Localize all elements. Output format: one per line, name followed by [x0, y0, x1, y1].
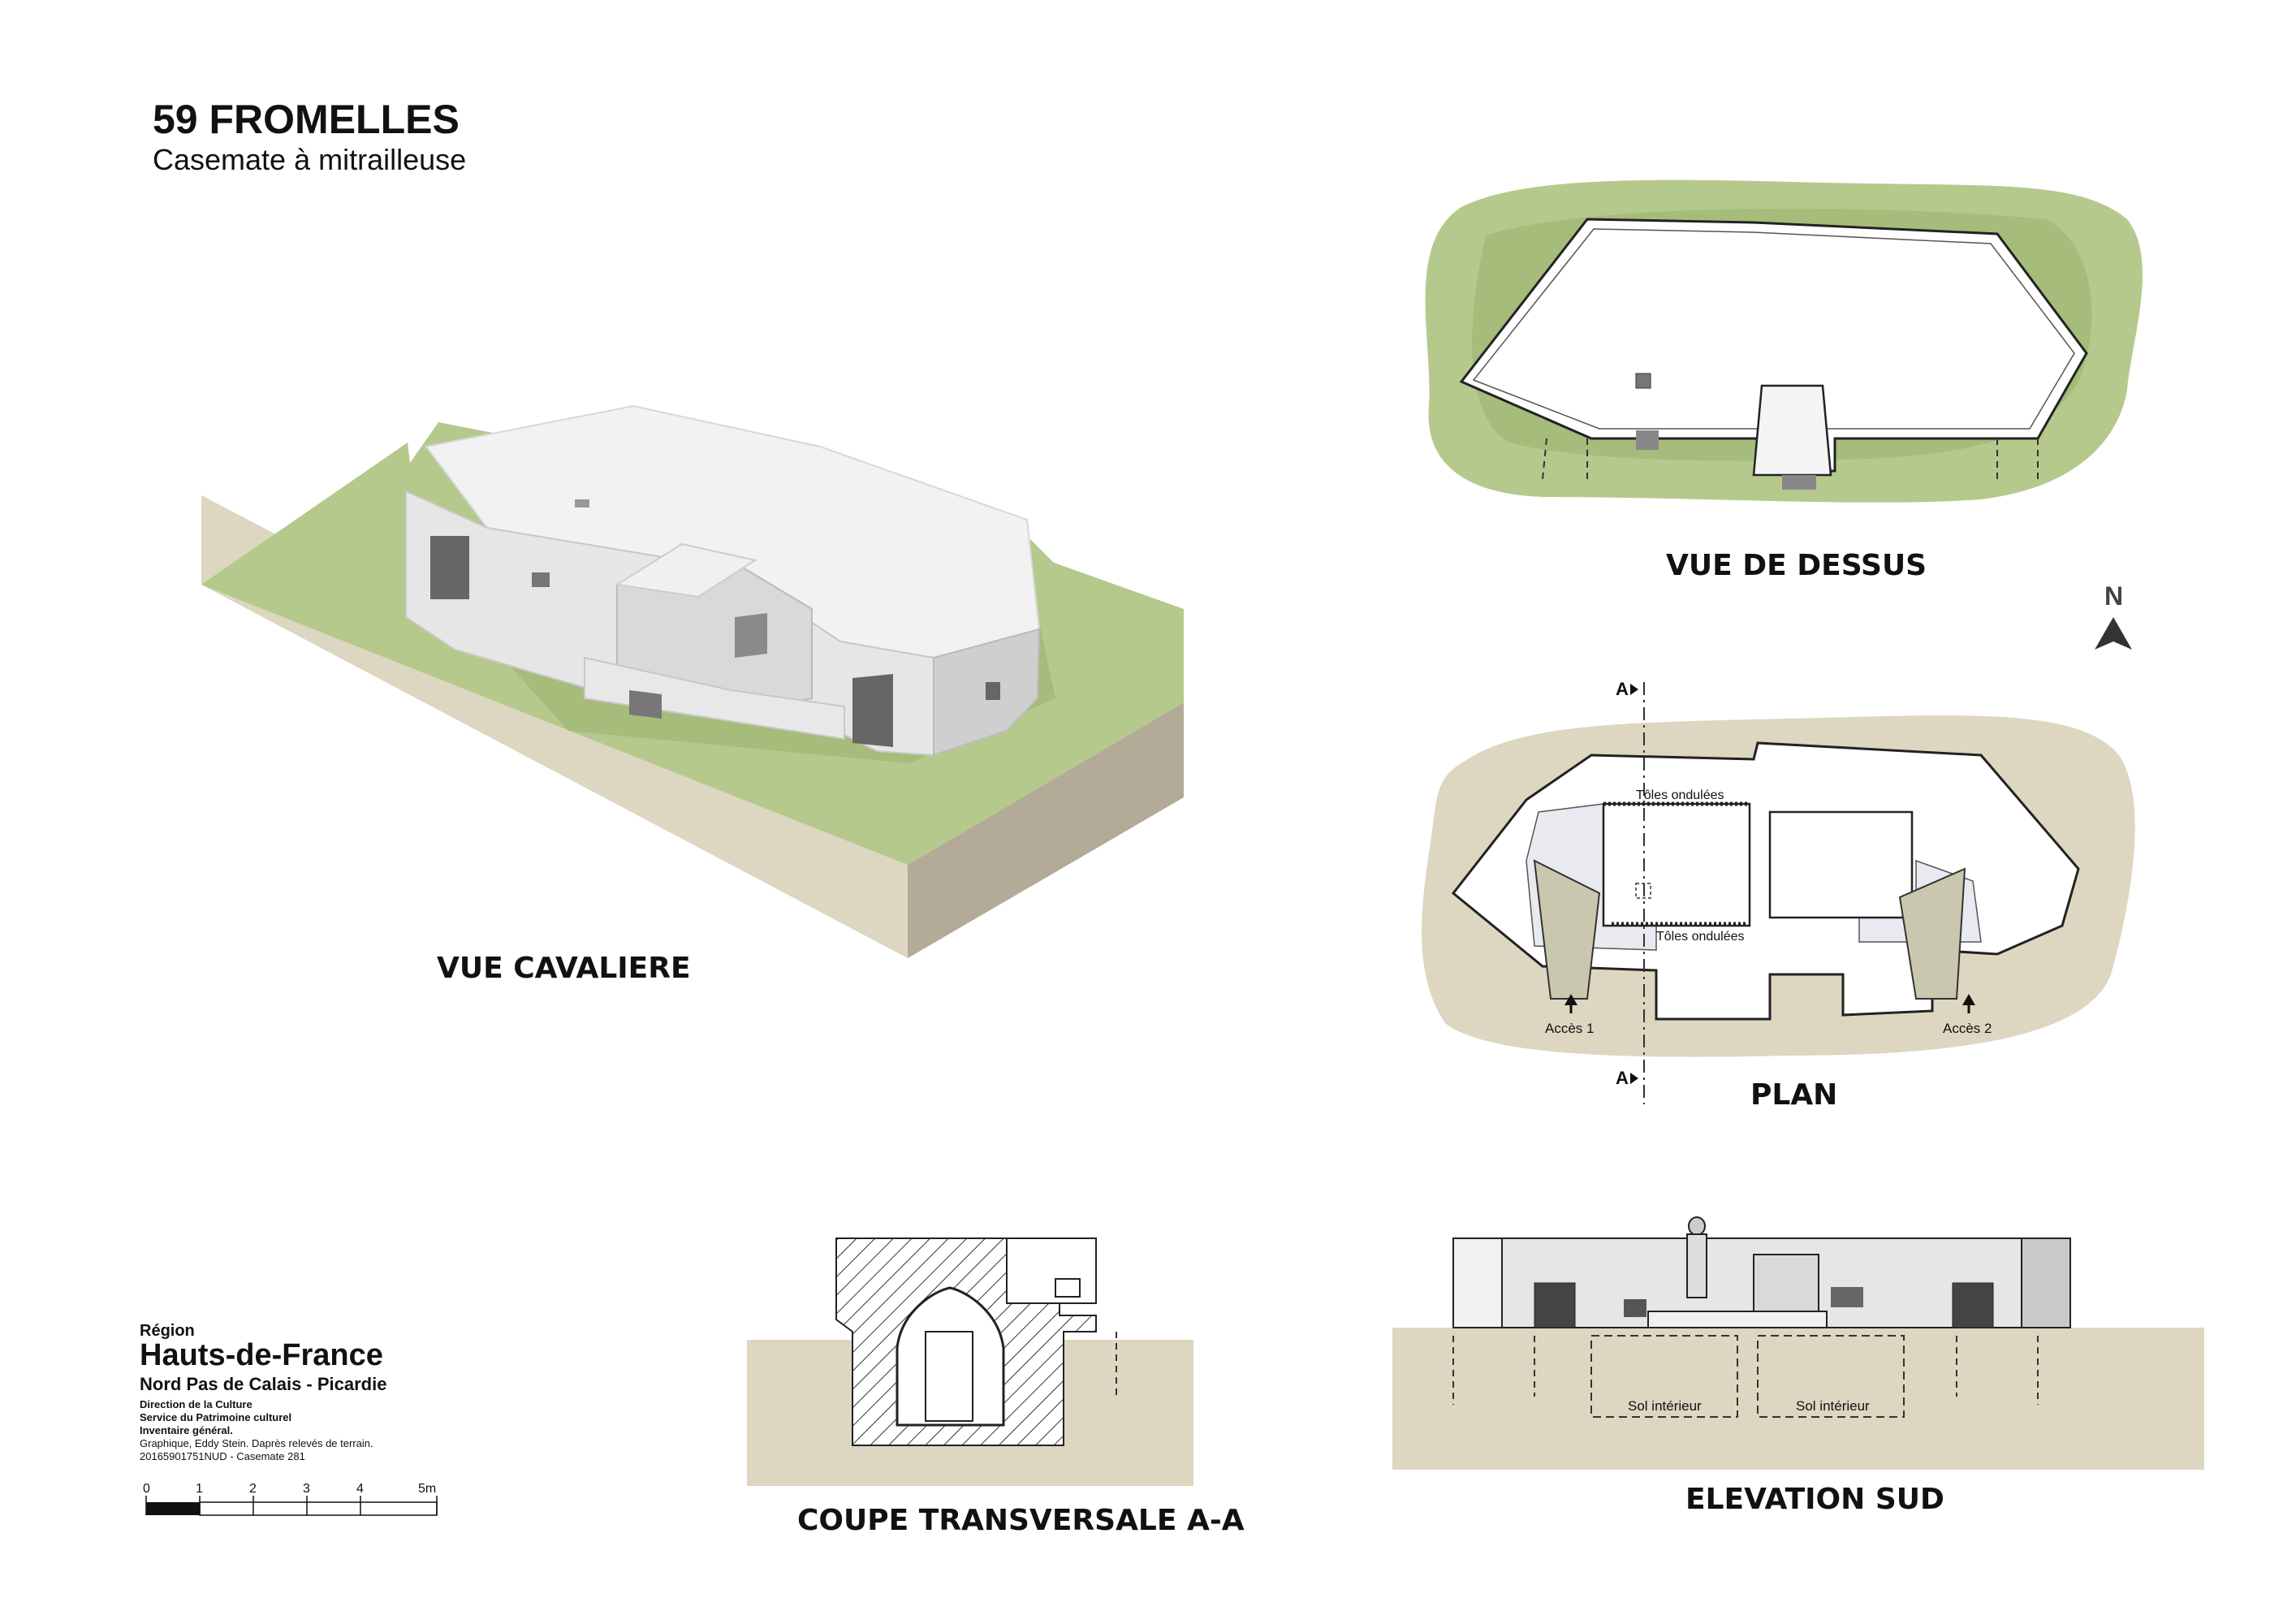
plan-acces1: Accès 1	[1545, 1021, 1594, 1036]
plan-toles-top: Tôles ondulées	[1636, 788, 1724, 802]
soldier-figure-head	[1688, 1216, 1706, 1236]
credit-line2: Service du Patrimoine culturel	[140, 1411, 292, 1423]
elevation-ground	[1392, 1328, 2204, 1470]
north-arrow-icon	[2095, 617, 2132, 650]
soil-side	[908, 702, 1184, 958]
page-subtitle: Casemate à mitrailleuse	[153, 143, 467, 176]
north-label: N	[2104, 581, 2123, 611]
triangle-right-icon	[1630, 1073, 1638, 1084]
plan-drawing: Tôles ondulées Tôles ondulées Accès 1 Ac…	[1422, 679, 2135, 1104]
elevation-left-wall	[1452, 1237, 1503, 1328]
caption-vue-dessus: VUE DE DESSUS	[1666, 549, 1927, 582]
right-door	[852, 674, 893, 747]
north-arrow: N	[2095, 581, 2132, 650]
elevation-right-wall	[2021, 1237, 2071, 1328]
vue-dessus-drawing	[1425, 179, 2143, 503]
roof-vent	[575, 499, 589, 508]
elevation-embrasure-2	[1831, 1287, 1863, 1307]
lower-opening	[629, 690, 662, 719]
caption-coupe: COUPE TRANSVERSALE A-A	[797, 1504, 1245, 1537]
arrow-up-icon	[1564, 994, 1577, 1005]
dessus-step-2	[1782, 475, 1816, 490]
credit-line3: Inventaire général.	[140, 1424, 233, 1436]
plan-acces2: Accès 2	[1943, 1021, 1992, 1036]
credit-line1: Direction de la Culture	[140, 1398, 252, 1410]
elevation-drawing: Sol intérieur Sol intérieur	[1392, 1216, 2204, 1470]
coupe-drawing	[747, 1237, 1193, 1486]
elevation-right-door	[1952, 1282, 1994, 1328]
soldier-figure-body	[1686, 1233, 1707, 1298]
scale-tick: 3	[303, 1482, 310, 1496]
vue-cavaliere-drawing	[201, 404, 1184, 958]
coupe-upper-block	[1006, 1237, 1097, 1304]
coupe-window	[1055, 1278, 1081, 1298]
page-title: 59 FROMELLES	[153, 97, 460, 142]
plan-room-right	[1768, 810, 1914, 919]
loophole-small	[532, 572, 550, 587]
elevation-embrasure	[1624, 1299, 1646, 1317]
dessus-front-ramp	[1752, 384, 1832, 477]
elevation-sol1: Sol intérieur	[1628, 1398, 1702, 1414]
dessus-step	[1636, 430, 1659, 450]
left-door	[430, 536, 469, 599]
dessus-roof-inner	[1472, 228, 2075, 430]
elevation-center-block	[1753, 1254, 1819, 1312]
credit-line5: 20165901751NUD - Casemate 281	[140, 1450, 305, 1462]
elevation-step	[1647, 1311, 1828, 1328]
elevation-sol2: Sol intérieur	[1796, 1398, 1870, 1414]
plan-toles-bottom: Tôles ondulées	[1656, 930, 1745, 944]
lower-step	[584, 656, 845, 741]
section-marker-top: A	[1616, 679, 1629, 699]
dessus-roof	[1459, 218, 2088, 473]
scale-bar: 0 1 2 3 4 5m	[143, 1482, 438, 1516]
credit-region-label: Région	[140, 1322, 195, 1340]
dessus-vent	[1635, 373, 1651, 389]
caption-elevation: ELEVATION SUD	[1685, 1483, 1944, 1516]
credit-region-sub: Nord Pas de Calais - Picardie	[140, 1374, 387, 1394]
section-marker-bottom: A	[1616, 1068, 1629, 1088]
credit-region-name: Hauts-de-France	[140, 1338, 383, 1372]
plan-access-left	[1533, 859, 1601, 1000]
scale-tick: 0	[143, 1482, 150, 1496]
scale-tick: 2	[249, 1482, 257, 1496]
scale-tick: 1	[196, 1482, 203, 1496]
central-block-top	[615, 542, 757, 598]
triangle-right-icon	[1630, 684, 1638, 695]
plan-access-right	[1898, 867, 1966, 1000]
credit-line4: Graphique, Eddy Stein. Daprès relevés de…	[140, 1437, 373, 1449]
elevation-left-door	[1534, 1282, 1576, 1328]
center-embrasure	[735, 613, 767, 658]
plan-room-main	[1602, 802, 1751, 927]
caption-vue-cavaliere: VUE CAVALIERE	[437, 952, 691, 985]
side-window	[986, 682, 1000, 700]
arrow-up-icon	[1962, 994, 1975, 1005]
scale-tick: 4	[356, 1482, 364, 1496]
caption-plan: PLAN	[1750, 1078, 1838, 1112]
coupe-door	[925, 1331, 973, 1422]
scale-tick: 5m	[418, 1482, 436, 1496]
